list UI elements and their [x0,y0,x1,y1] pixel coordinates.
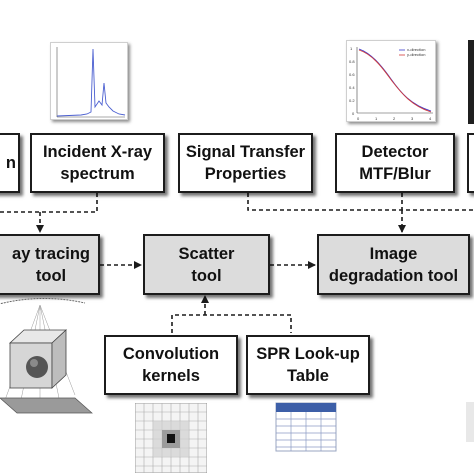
incident-spectrum-label: Incident X-ray spectrum [42,143,153,183]
mtf-legend-x: x-direction [407,47,425,52]
ray-tracing-geometry-image [0,298,93,414]
connector-kernels-bus [171,314,292,333]
svg-text:0.8: 0.8 [349,59,355,64]
convolution-kernels-label: Convolution kernels [122,345,220,385]
image-degradation-tool-box: Image degradation tool [317,234,470,295]
scatter-tool-box: Scatter tool [143,234,270,295]
svg-text:2: 2 [393,116,396,121]
svg-text:0.2: 0.2 [349,98,355,103]
mtf-legend-y: y-direction [407,52,425,57]
left-partial-box: n [0,133,20,193]
spectrum-curve [56,48,126,117]
connector-spectrum-to-raytracing [0,193,98,213]
signal-transfer-label: Signal Transfer Properties [185,143,306,183]
mtf-curve-x [358,48,432,112]
signal-transfer-box: Signal Transfer Properties [178,133,313,193]
svg-text:4: 4 [429,116,432,121]
left-partial-label: n [5,154,16,172]
connector-signal-transfer-bus [247,193,474,211]
mtf-plot-image: 1 0.8 0.6 0.4 0.2 0 0 1 2 3 4 x-direction y-dir… [346,40,436,122]
spr-table-icon [275,402,337,452]
svg-text:0.6: 0.6 [349,72,355,77]
svg-text:3: 3 [411,116,414,121]
mtf-curve-y [358,49,432,113]
svg-text:0: 0 [357,116,360,121]
convolution-kernel-grid-image [135,403,207,473]
detector-mtf-label: Detector MTF/Blur [359,143,431,183]
right-edge-fragment [466,402,474,442]
ray-tracing-tool-label: ay tracing tool [12,244,90,285]
right-partial-box [467,133,474,193]
right-partial-thumbnail [468,40,474,124]
detector-mtf-box: Detector MTF/Blur [335,133,455,193]
svg-text:1: 1 [350,46,353,51]
svg-text:0.4: 0.4 [349,85,355,90]
spectrum-plot-image [50,42,128,120]
svg-text:1: 1 [375,116,378,121]
spr-lookup-table-box: SPR Look-up Table [246,335,370,395]
svg-text:0: 0 [352,111,355,116]
spr-lookup-table-label: SPR Look-up Table [256,345,360,385]
convolution-kernels-box: Convolution kernels [104,335,238,395]
scatter-tool-label: Scatter tool [178,244,235,285]
ray-tracing-tool-box: ay tracing tool [0,234,100,295]
image-degradation-tool-label: Image degradation tool [328,244,459,285]
incident-spectrum-box: Incident X-ray spectrum [30,133,165,193]
